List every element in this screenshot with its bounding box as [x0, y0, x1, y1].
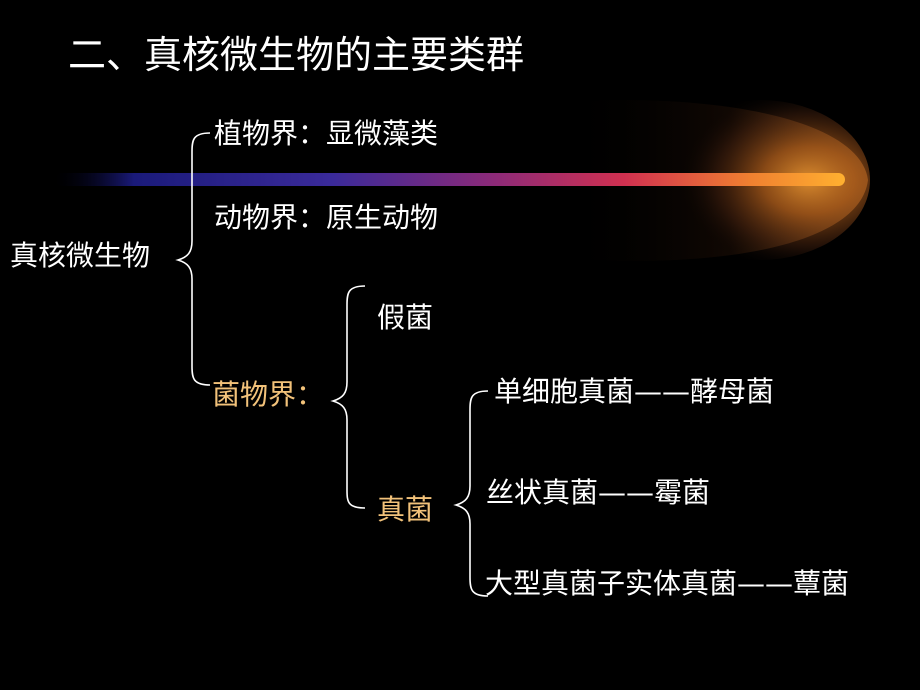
brace-fungi	[330, 285, 366, 509]
true-fungi-label: 真菌	[377, 493, 434, 526]
brace-true-fungi	[453, 390, 489, 597]
macro-fungi-label: 大型真菌子实体真菌——蕈菌	[485, 567, 850, 600]
root-label: 真核微生物	[10, 239, 151, 272]
pseudo-fungi-label: 假菌	[377, 301, 434, 334]
unicellular-fungi-label: 单细胞真菌——酵母菌	[494, 375, 775, 408]
fungi-kingdom-label: 菌物界：	[212, 378, 325, 411]
comet-beam	[55, 173, 845, 186]
page-title: 二、真核微生物的主要类群	[68, 33, 525, 77]
animal-kingdom-label: 动物界：原生动物	[214, 201, 439, 234]
brace-kingdoms	[175, 132, 211, 386]
filamentous-fungi-label: 丝状真菌——霉菌	[486, 476, 711, 509]
plant-kingdom-label: 植物界：显微藻类	[214, 117, 439, 150]
